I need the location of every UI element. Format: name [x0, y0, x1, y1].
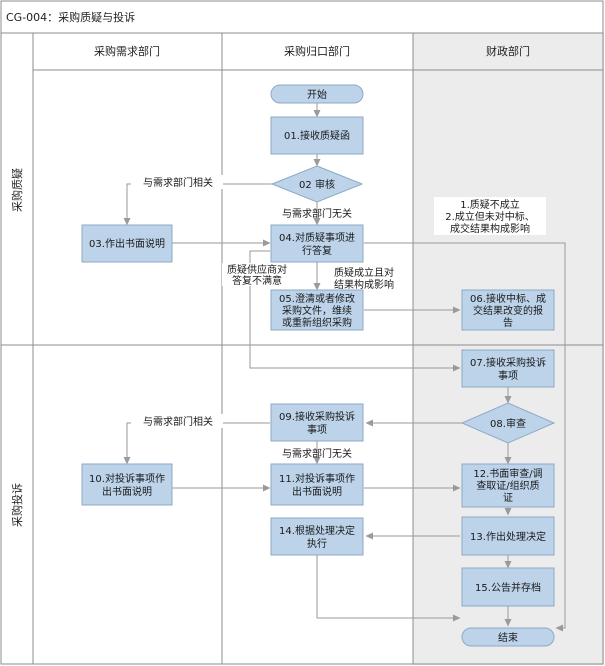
- edge-09-10: [123, 422, 270, 465]
- label-not-valid-2: 2.成立但未对中标、: [445, 210, 535, 223]
- terminal-end: 结束: [461, 627, 555, 647]
- svg-text:01.接收质疑函: 01.接收质疑函: [284, 129, 350, 142]
- process-10: 10.对投诉事项作 出书面说明: [81, 463, 173, 506]
- svg-text:开始: 开始: [307, 88, 327, 101]
- lane-header-finance: 财政部门: [486, 44, 530, 58]
- svg-text:09.接收采购投诉: 09.接收采购投诉: [279, 410, 355, 423]
- svg-text:采购文件，维续: 采购文件，维续: [282, 304, 352, 317]
- svg-text:13.作出处理决定: 13.作出处理决定: [470, 530, 546, 543]
- edge-04-07: [249, 250, 461, 372]
- edge-14-end: [316, 555, 461, 622]
- edge-02-03: [123, 183, 274, 226]
- process-09: 09.接收采购投诉 事项: [270, 403, 364, 442]
- svg-text:执行: 执行: [307, 537, 327, 550]
- phase-label-complaint: 采购投诉: [10, 483, 24, 527]
- svg-text:12.书面审查/调: 12.书面审查/调: [473, 467, 542, 480]
- label-unsatisfied-2: 答复不满意: [232, 274, 282, 287]
- process-11: 11.对投诉事项作 出书面说明: [270, 463, 364, 506]
- svg-text:11.对投诉事项作: 11.对投诉事项作: [279, 472, 355, 485]
- label-complaint-unrelated: 与需求部门无关: [282, 447, 352, 460]
- svg-text:出书面说明: 出书面说明: [102, 485, 152, 498]
- process-12: 12.书面审查/调 查取证/组织质 证: [461, 463, 555, 508]
- process-14: 14.根据处理决定 执行: [270, 517, 364, 556]
- phase-label-query: 采购质疑: [10, 168, 24, 212]
- svg-text:结束: 结束: [498, 631, 518, 644]
- process-13: 13.作出处理决定: [461, 516, 555, 556]
- label-query-unrelated: 与需求部门无关: [282, 207, 352, 220]
- svg-text:15.公告并存档: 15.公告并存档: [475, 581, 541, 594]
- process-06: 06.接收中标、成 交结果改变的报 告: [461, 289, 555, 331]
- process-07: 07.接收采购投诉 事项: [461, 349, 555, 388]
- connectors: [123, 103, 566, 632]
- process-04: 04.对质疑事项进 行答复: [270, 224, 364, 263]
- svg-text:行答复: 行答复: [302, 244, 332, 257]
- process-03: 03.作出书面说明: [81, 224, 173, 263]
- svg-text:05.澄清或者修改: 05.澄清或者修改: [279, 292, 355, 305]
- decision-08: 08.审查: [460, 402, 556, 444]
- svg-text:查取证/组织质: 查取证/组织质: [476, 479, 539, 492]
- label-valid-affects-1: 质疑成立且对: [334, 266, 394, 279]
- svg-text:出书面说明: 出书面说明: [292, 485, 342, 498]
- svg-text:03.作出书面说明: 03.作出书面说明: [89, 237, 165, 250]
- svg-text:08.审查: 08.审查: [490, 417, 526, 430]
- page-title: CG-004：采购质疑与投诉: [6, 10, 135, 24]
- svg-text:证: 证: [503, 492, 513, 504]
- svg-text:交结果改变的报: 交结果改变的报: [473, 304, 543, 317]
- svg-text:06.接收中标、成: 06.接收中标、成: [470, 292, 546, 305]
- svg-text:或重新组织采购: 或重新组织采购: [282, 316, 352, 329]
- edge-04-end: [364, 242, 566, 632]
- label-unsatisfied-1: 质疑供应商对: [227, 263, 287, 276]
- label-complaint-related: 与需求部门相关: [143, 415, 213, 428]
- svg-text:事项: 事项: [307, 423, 327, 436]
- process-15: 15.公告并存档: [461, 567, 555, 607]
- lane-header-demand: 采购需求部门: [94, 44, 160, 58]
- terminal-start: 开始: [270, 84, 364, 104]
- svg-text:04.对质疑事项进: 04.对质疑事项进: [279, 231, 355, 244]
- process-05: 05.澄清或者修改 采购文件，维续 或重新组织采购: [270, 289, 364, 331]
- svg-text:告: 告: [503, 316, 513, 329]
- svg-text:14.根据处理决定: 14.根据处理决定: [279, 524, 355, 537]
- edge-labels: 与需求部门相关 与需求部门无关 1.质疑不成立 2.成立但未对中标、 成交结果构…: [131, 175, 546, 460]
- process-01: 01.接收质疑函: [270, 116, 364, 155]
- label-not-valid-3: 成交结果构成影响: [450, 222, 530, 235]
- svg-text:10.对投诉事项作: 10.对投诉事项作: [89, 472, 165, 485]
- lane-header-central: 采购归口部门: [284, 44, 350, 58]
- svg-text:事项: 事项: [498, 369, 518, 382]
- svg-text:07.接收采购投诉: 07.接收采购投诉: [470, 356, 546, 369]
- decision-02: 02 审核: [270, 165, 364, 203]
- label-not-valid-1: 1.质疑不成立: [460, 198, 520, 211]
- label-valid-affects-2: 结果构成影响: [334, 278, 394, 291]
- svg-text:02 审核: 02 审核: [299, 178, 335, 191]
- label-query-related: 与需求部门相关: [143, 176, 213, 189]
